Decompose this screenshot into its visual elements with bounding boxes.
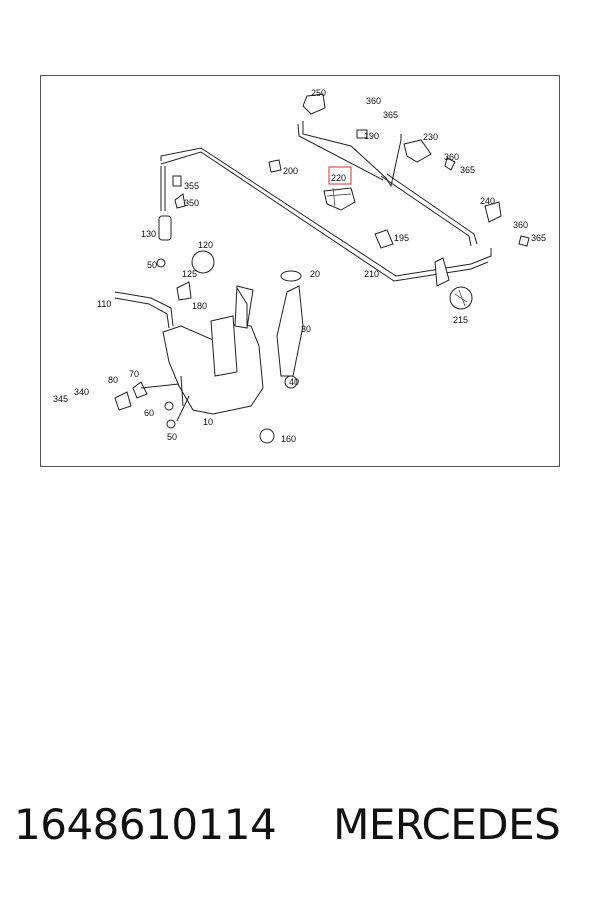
callout-190: 190 bbox=[364, 131, 379, 141]
callout-195: 195 bbox=[394, 233, 409, 243]
clip-parts bbox=[268, 93, 530, 310]
callout-215: 215 bbox=[453, 315, 468, 325]
callout-340: 340 bbox=[74, 387, 89, 397]
callout-360: 360 bbox=[513, 220, 528, 230]
washer-pump bbox=[156, 175, 186, 268]
callout-70: 70 bbox=[129, 369, 139, 379]
callout-360: 360 bbox=[444, 152, 459, 162]
callout-180: 180 bbox=[192, 301, 207, 311]
callout-10: 10 bbox=[203, 417, 213, 427]
callout-355: 355 bbox=[184, 181, 199, 191]
callout-60: 60 bbox=[144, 408, 154, 418]
callout-360: 360 bbox=[366, 96, 381, 106]
callout-50: 50 bbox=[147, 260, 157, 270]
callout-220: 220 bbox=[331, 173, 346, 183]
callout-200: 200 bbox=[283, 166, 298, 176]
callout-350: 350 bbox=[184, 198, 199, 208]
highlight-box bbox=[328, 166, 352, 185]
callout-365: 365 bbox=[531, 233, 546, 243]
product-caption: 1648610114 MERCEDES bbox=[14, 800, 561, 849]
callout-230: 230 bbox=[423, 132, 438, 142]
highlighted-part-220 bbox=[323, 166, 356, 211]
callout-110: 110 bbox=[97, 299, 111, 309]
washer-reservoir bbox=[114, 250, 304, 444]
callout-labels: 250 360 365 190 230 360 365 200 220 355 … bbox=[53, 88, 546, 444]
callout-80: 80 bbox=[108, 375, 118, 385]
callout-240: 240 bbox=[480, 196, 495, 206]
callout-130: 130 bbox=[141, 229, 156, 239]
callout-345: 345 bbox=[53, 394, 68, 404]
washer-line-routing bbox=[160, 121, 492, 282]
callout-365: 365 bbox=[383, 110, 398, 120]
callout-50: 50 bbox=[167, 432, 177, 442]
callout-20: 20 bbox=[310, 269, 320, 279]
callout-125: 125 bbox=[182, 269, 197, 279]
callout-365: 365 bbox=[460, 165, 475, 175]
callout-30: 30 bbox=[301, 324, 311, 334]
callout-160: 160 bbox=[281, 434, 296, 444]
parts-diagram: 250 360 365 190 230 360 365 200 220 355 … bbox=[40, 75, 560, 467]
part-number: 1648610114 bbox=[14, 800, 277, 849]
diagram-drawing: 250 360 365 190 230 360 365 200 220 355 … bbox=[53, 88, 546, 444]
callout-120: 120 bbox=[198, 240, 213, 250]
callout-250: 250 bbox=[311, 88, 326, 98]
callout-40: 40 bbox=[289, 377, 299, 387]
brand-name: MERCEDES bbox=[333, 800, 561, 849]
callout-210: 210 bbox=[364, 269, 379, 279]
